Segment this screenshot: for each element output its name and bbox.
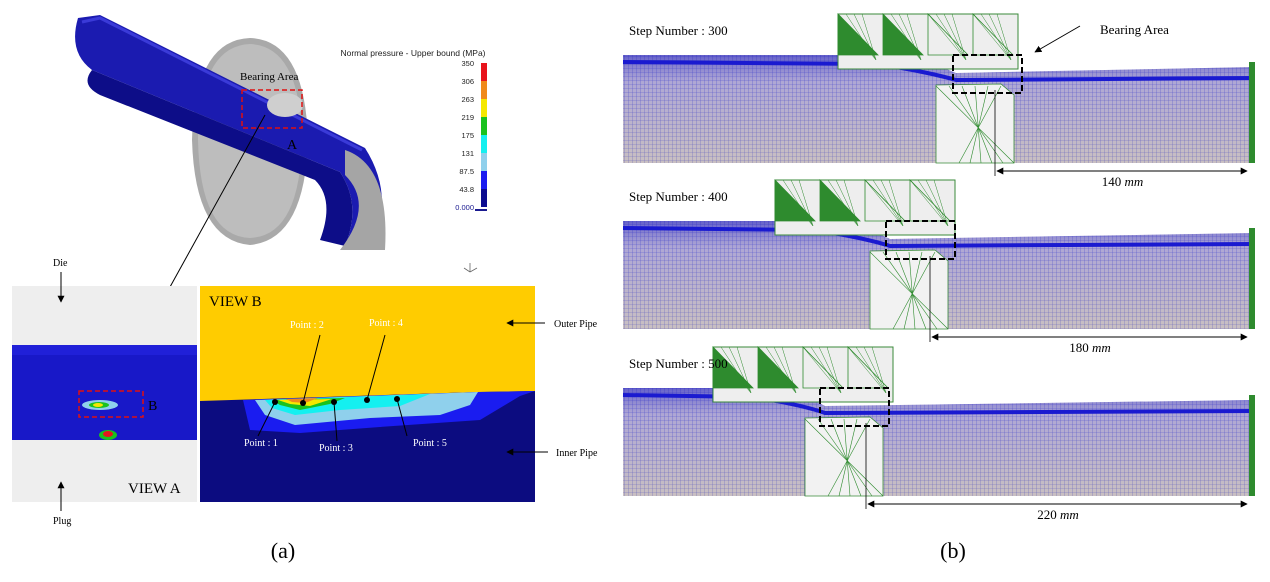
step-number-label: Step Number : 400 <box>629 189 728 204</box>
point-leaders <box>257 334 408 442</box>
outer-pipe-label: Outer Pipe <box>554 319 598 330</box>
bearing-area-box <box>819 387 890 427</box>
distance-label: 220 mm <box>1037 507 1079 522</box>
outer-pipe-shell <box>75 15 382 246</box>
simulation-step-3: Step Number : 500 220 mm <box>622 346 1256 522</box>
legend-swatch <box>481 189 487 207</box>
legend-tick: 263 <box>461 95 474 104</box>
die-flange <box>340 150 386 250</box>
point-markers <box>272 396 400 406</box>
legend-title: Normal pressure - Upper bound (MPa) <box>340 48 485 58</box>
legend-swatch <box>481 153 487 171</box>
marker-b: B <box>148 399 157 414</box>
simulation-step-1: Step Number : 300 140 mm <box>622 13 1256 189</box>
die-label: Die <box>53 258 68 269</box>
bearing-area-callout: Bearing Area <box>1100 22 1169 37</box>
distance-unit: mm <box>1060 507 1079 522</box>
bearing-area-box <box>885 220 956 260</box>
pipe-3d-model <box>75 15 386 250</box>
bearing-area-box <box>241 89 303 129</box>
distance-unit: mm <box>1092 340 1111 355</box>
plug-label: Plug <box>53 516 71 527</box>
legend-swatch <box>481 117 487 135</box>
view-b: VIEW B Point : 1 Point : 2 Point : 3 Poi… <box>200 286 535 502</box>
caption-a: (a) <box>271 538 295 563</box>
end-plate <box>1249 228 1255 329</box>
bearing-area-label: Bearing Area <box>240 71 298 83</box>
legend-swatch <box>481 81 487 99</box>
end-plate <box>1249 62 1255 163</box>
legend-tick: 131 <box>461 149 474 158</box>
point-1-label: Point : 1 <box>244 438 278 449</box>
inner-pipe-label: Inner Pipe <box>556 448 598 459</box>
pressure-legend: Normal pressure - Upper bound (MPa) 350 3… <box>340 48 487 212</box>
distance-label: 140 mm <box>1102 174 1144 189</box>
distance-value: 220 <box>1037 507 1057 522</box>
distance-value: 140 <box>1102 174 1122 189</box>
legend-tick: 219 <box>461 113 474 122</box>
legend-tick: 87.5 <box>459 167 474 176</box>
view-a-title: VIEW A <box>128 481 181 497</box>
simulation-step-2: Step Number : 400 180 mm <box>622 179 1256 355</box>
point-3-label: Point : 3 <box>319 443 353 454</box>
view-b-title: VIEW B <box>209 294 262 310</box>
legend-swatch <box>481 135 487 153</box>
step-number-label: Step Number : 300 <box>629 23 728 38</box>
marker-a: A <box>287 138 298 153</box>
distance-value: 180 <box>1069 340 1089 355</box>
legend-swatch <box>481 63 487 81</box>
legend-tick: 306 <box>461 77 474 86</box>
view-a-detail-box <box>78 390 144 418</box>
legend-tick: 350 <box>461 59 474 68</box>
panel-a: Bearing Area A Normal pressure - Upper b… <box>12 15 598 563</box>
legend-swatch <box>481 171 487 189</box>
bearing-area-box <box>952 54 1023 94</box>
distance-label: 180 mm <box>1069 340 1111 355</box>
legend-tick: 43.8 <box>459 185 474 194</box>
end-plate <box>1249 395 1255 496</box>
legend-swatch <box>481 99 487 117</box>
point-2-label: Point : 2 <box>290 320 324 331</box>
axis-triad-icon <box>463 263 478 273</box>
distance-unit: mm <box>1124 174 1143 189</box>
view-a: B VIEW A <box>12 286 197 502</box>
point-5-label: Point : 5 <box>413 438 447 449</box>
step-number-label: Step Number : 500 <box>629 356 728 371</box>
legend-tick: 175 <box>461 131 474 140</box>
legend-tick: 0.000 <box>455 203 474 212</box>
caption-b: (b) <box>940 538 966 563</box>
point-4-label: Point : 4 <box>369 318 403 329</box>
